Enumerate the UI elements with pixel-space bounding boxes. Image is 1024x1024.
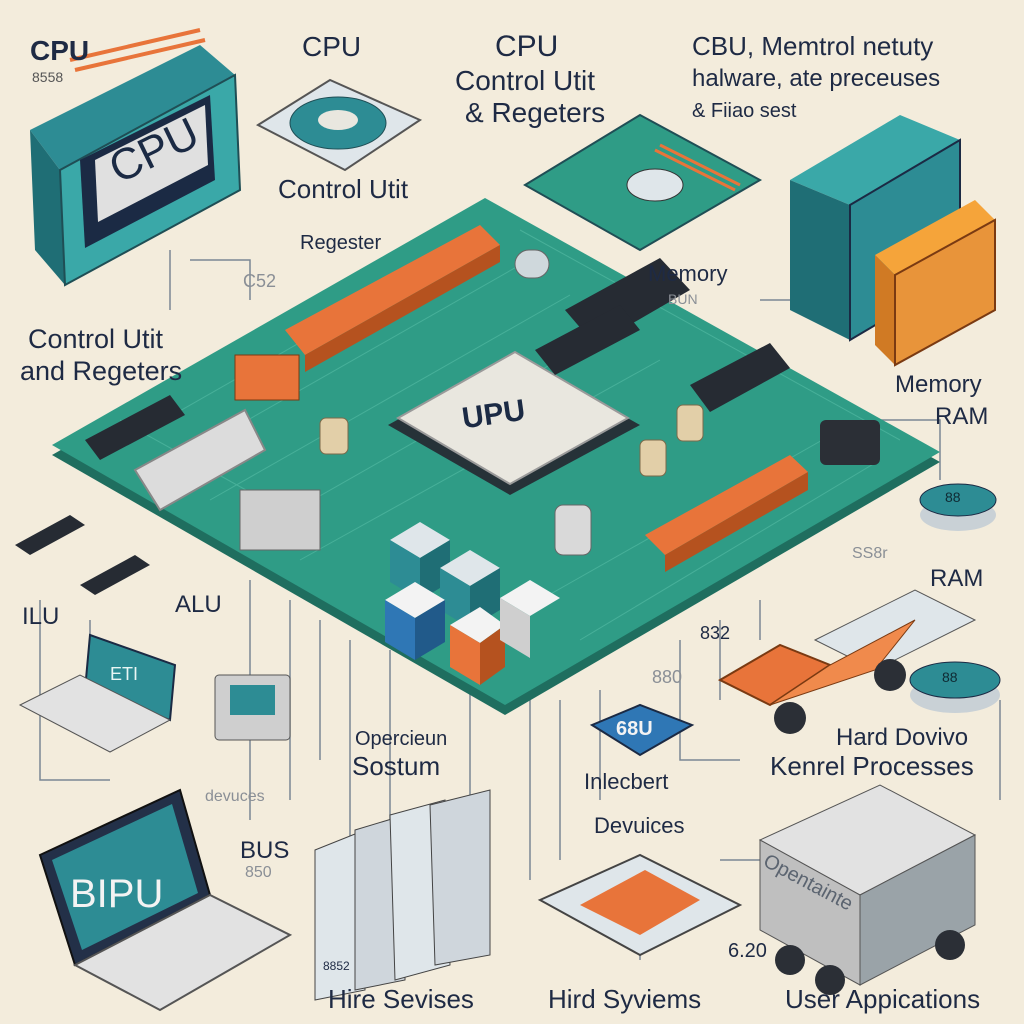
server-tower-icon: [790, 115, 996, 367]
ram-disk-icon: [919, 483, 997, 531]
label-bus-code: 850: [245, 864, 272, 881]
label-memory-ram: Memory: [895, 371, 982, 398]
label-register: Regester: [300, 232, 382, 254]
label-cpu-top-left: CPU: [30, 35, 90, 66]
label-integrated: Inlecbert: [584, 769, 669, 794]
label-user-applications: User Appications: [785, 984, 981, 1014]
server-stack-icon: [314, 789, 491, 1001]
label-registers-left: and Regeters: [20, 356, 183, 386]
label-hard-device: Hard Dovivo: [836, 724, 969, 751]
label-code-ssr: SS8r: [852, 545, 888, 562]
label-memory-bun: Memory: [648, 261, 728, 286]
cpu-card-icon: [30, 28, 242, 287]
label-devices-center: Devuices: [594, 813, 685, 838]
label-control-unit-header: Control Utit: [455, 65, 596, 96]
label-code-880: 880: [652, 667, 683, 687]
label-top-right-2: halware, ate preceuses: [692, 65, 941, 92]
storage-disk-text: 88: [942, 669, 958, 685]
label-code-620: 6.20: [728, 940, 767, 962]
label-alu: ALU: [175, 591, 222, 618]
badge-icon: [589, 703, 695, 757]
ram-disk-text: 88: [945, 489, 961, 505]
label-kernel-processes: Kenrel Processes: [770, 751, 974, 781]
hard-drive-icon: [537, 853, 743, 957]
label-code-832: 832: [700, 623, 731, 643]
small-laptop-screen-text: ETI: [110, 664, 139, 684]
cpu-disc-icon: [255, 78, 423, 172]
label-cpu-header: CPU: [495, 30, 559, 63]
label-cpu-code: 8558: [32, 69, 64, 85]
small-laptop-icon: [18, 633, 177, 753]
truck-icon: [717, 589, 977, 734]
label-hard-systems: Hird Syviems: [548, 984, 702, 1014]
laptop-icon: [38, 788, 293, 1012]
label-top-right-3: & Fiiao sest: [692, 100, 797, 122]
label-top-right-1: CBU, Memtrol netuty: [692, 31, 934, 61]
label-hire-services: Hire Sevises: [328, 984, 474, 1014]
label-cpu-top-center: CPU: [302, 31, 362, 62]
laptop-screen-text: BIPU: [70, 872, 164, 916]
connector-lines: [39, 230, 1001, 960]
mini-board-icon: [523, 113, 763, 252]
label-ilu: ILU: [22, 603, 60, 630]
box-truck-icon: [758, 784, 977, 995]
label-control-left: Control Utit: [28, 324, 164, 354]
label-ram: RAM: [930, 565, 984, 592]
label-ram-sub: RAM: [935, 403, 989, 430]
cpu-chip-icon: [388, 350, 640, 495]
loose-chips-icon: [15, 515, 150, 595]
label-memory-bun-code: BUN: [668, 291, 698, 307]
server-tag-text: 8852: [323, 959, 350, 973]
label-code-c52: C52: [243, 271, 277, 291]
component-cubes: [385, 522, 560, 685]
label-operation-system: Opercieun: [355, 728, 448, 750]
label-system: Sostum: [352, 751, 441, 781]
badge-text: 68U: [616, 718, 653, 740]
storage-disk-icon: [909, 661, 1001, 713]
label-devices-left: devuces: [205, 788, 265, 805]
terminal-box-icon: [214, 674, 291, 741]
motherboard: [52, 198, 940, 715]
label-bus: BUS: [240, 837, 290, 864]
label-registers-header: & Regeters: [465, 97, 606, 128]
label-control-unit: Control Utit: [278, 174, 409, 204]
